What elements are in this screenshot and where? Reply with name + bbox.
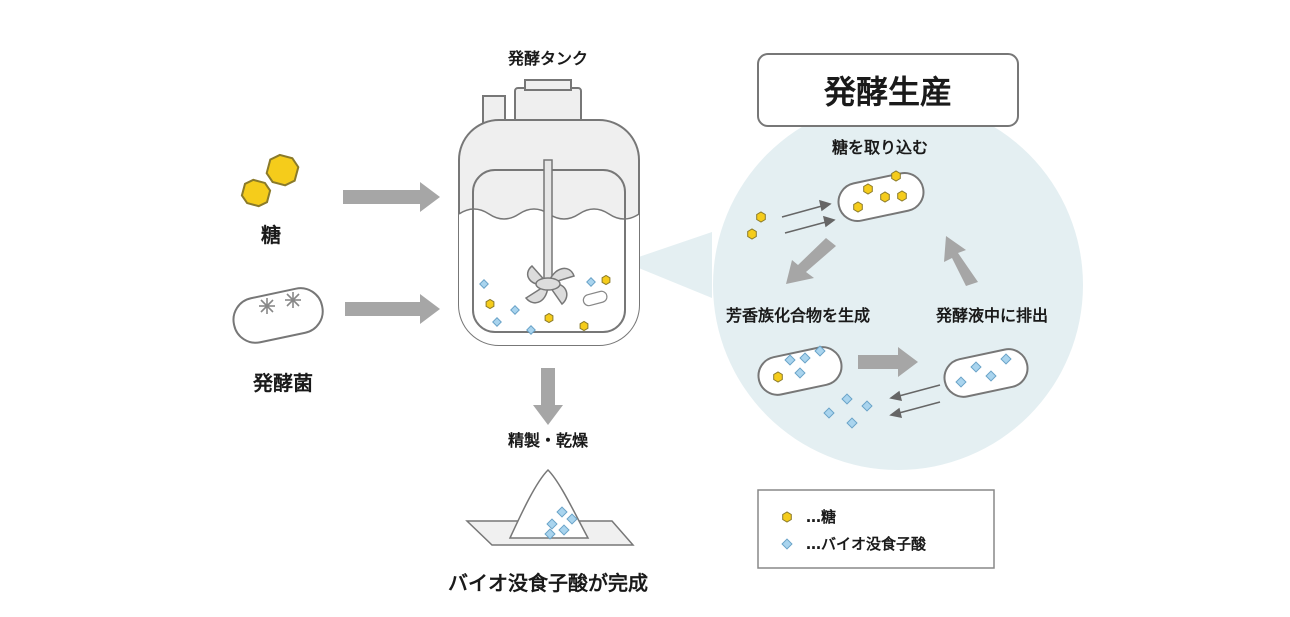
crystal-particle	[566, 513, 578, 525]
bubble-pointer	[624, 232, 712, 298]
sugar-particle	[891, 170, 901, 182]
gallic-acid-crystals	[479, 277, 1012, 550]
microbe-label: 発酵菌	[252, 371, 313, 395]
crystal-particle	[841, 393, 853, 405]
sugar-particle	[773, 371, 783, 383]
arrow-down-left	[786, 238, 836, 284]
sugar-label: 糖	[261, 223, 281, 247]
legend-gallic-icon	[781, 538, 793, 550]
arrow-right	[858, 347, 918, 377]
step-excrete-label: 発酵液中に排出	[935, 306, 1048, 325]
crystal-particle	[861, 400, 873, 412]
crystal-particle	[955, 376, 967, 388]
crystal-particle	[556, 506, 568, 518]
sugar-particle	[485, 298, 495, 310]
sugar-hexagons-icon	[240, 153, 300, 208]
process-title-box	[757, 53, 1019, 127]
crystal-particle	[526, 325, 536, 335]
refine-label: 精製・乾燥	[508, 431, 589, 450]
arrow-microbe-to-tank	[345, 294, 440, 324]
crystal-particle	[546, 518, 558, 530]
sugar-particle	[756, 211, 766, 223]
input-arrows	[343, 182, 563, 425]
step-take-in-label: 糖を取り込む	[832, 138, 928, 157]
tank-cell-icon	[582, 290, 608, 307]
arrow-up	[944, 236, 978, 286]
crystal-particle	[558, 524, 570, 536]
legend-sugar-icon	[782, 511, 792, 523]
crystal-particle	[846, 417, 858, 429]
sugar-particle	[853, 201, 863, 213]
sugar-particle	[579, 320, 589, 332]
impeller	[524, 264, 575, 306]
legend-box	[757, 489, 995, 569]
step-produce-label: 芳香族化合物を生成	[726, 306, 870, 325]
crystal-particle	[492, 317, 502, 327]
crystal-particle	[1000, 353, 1012, 365]
crystal-particle	[799, 352, 811, 364]
process-title: 発酵生産	[823, 73, 952, 111]
crystal-particle	[544, 528, 556, 540]
tank-label: 発酵タンク	[507, 49, 588, 68]
crystal-particle	[784, 354, 796, 366]
crystal-particle	[823, 407, 835, 419]
product-label: バイオ没食子酸が完成	[448, 571, 648, 595]
crystal-particle	[814, 345, 826, 357]
crystal-particle	[586, 277, 596, 287]
legend-sugar-label: …糖	[806, 508, 836, 526]
cycle-arrows	[786, 236, 978, 377]
thin-arrows	[781, 199, 941, 418]
legend-gallic-label: …バイオ没食子酸	[806, 535, 927, 553]
crystal-particle	[985, 370, 997, 382]
crystal-particle	[794, 367, 806, 379]
arrow-tank-to-refine	[533, 368, 563, 425]
sugar-particle	[880, 191, 890, 203]
sugar-particle	[601, 274, 611, 286]
microbe-icon	[232, 287, 324, 344]
sugar-particle	[897, 190, 907, 202]
sugar-particle	[544, 312, 554, 324]
crystal-particle	[510, 305, 520, 315]
arrow-sugar-to-tank	[343, 182, 440, 212]
crystal-particle	[970, 361, 982, 373]
sugar-particles	[485, 170, 907, 523]
sugar-particle	[747, 228, 757, 240]
crystal-particle	[479, 279, 489, 289]
fermentation-tank	[458, 79, 640, 346]
sugar-particle	[863, 183, 873, 195]
